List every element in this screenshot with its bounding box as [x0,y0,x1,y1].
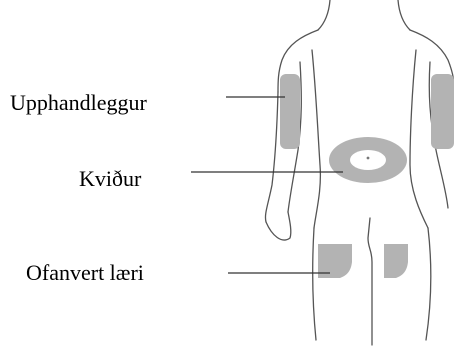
crotch [368,218,372,345]
outer-left-leg [313,228,316,340]
left-forearm-inner [266,212,291,240]
left-upper-arm-injection-area [280,74,300,149]
neck-left [318,0,330,30]
abdomen-label: Kviður [79,166,142,191]
thigh-label: Ofanvert læri [26,260,144,285]
torso-left [312,50,320,228]
neck-right [398,0,410,30]
upper-arm-label: Upphandleggur [10,90,148,115]
abdomen-injection-area [329,137,407,183]
outer-left-arm [265,92,278,222]
torso-right [410,50,428,228]
abdomen-inner-hole [350,150,386,170]
right-thigh-injection-area [384,244,408,278]
navel [367,157,370,160]
right-upper-arm-injection-area [431,74,454,149]
outer-right-leg [426,228,431,340]
